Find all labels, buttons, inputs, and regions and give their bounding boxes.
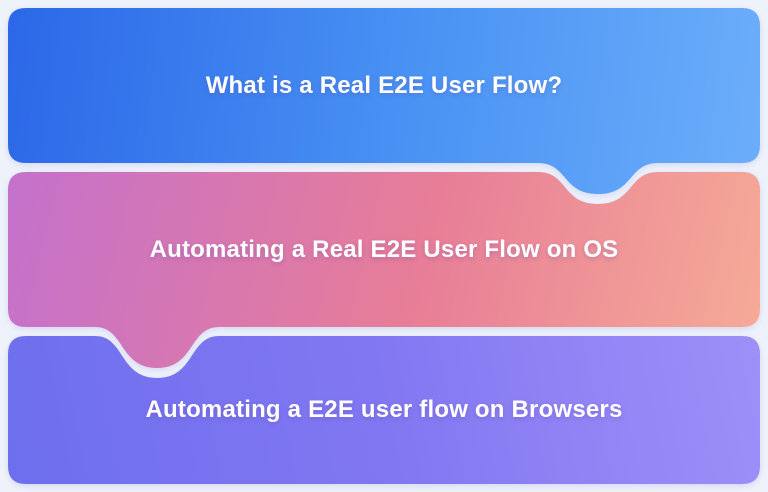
card-shape-middle	[8, 172, 760, 368]
card-shape-top	[8, 8, 760, 194]
card-shape-bottom	[8, 336, 760, 484]
